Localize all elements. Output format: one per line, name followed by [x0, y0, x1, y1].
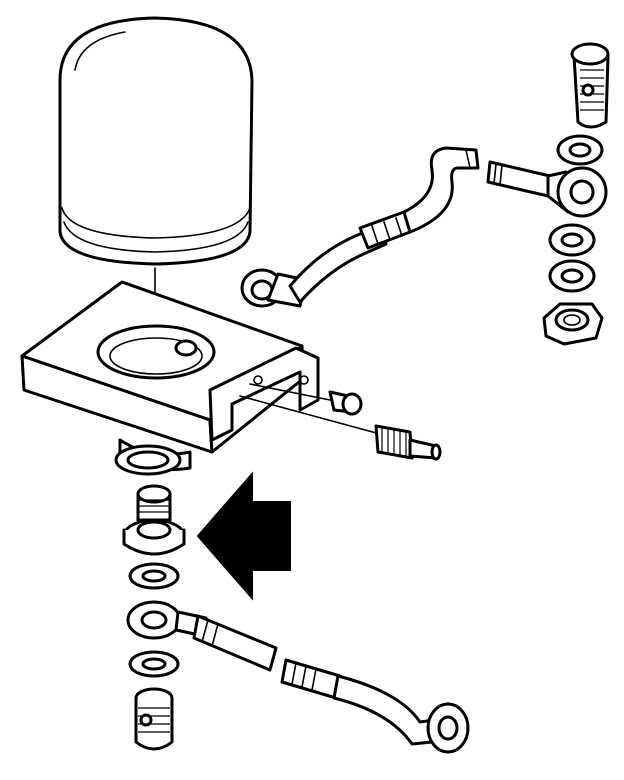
upper-seal-washer-3 — [548, 259, 596, 293]
lower-oil-line — [192, 614, 436, 746]
bracket-bolt — [328, 390, 363, 416]
oil-filter-canister — [58, 16, 254, 266]
oil-thermostat-valve — [122, 484, 186, 556]
oil-filter-housing — [20, 280, 320, 472]
sensor-leader-line — [239, 395, 381, 435]
lower-seal-washer-1 — [128, 562, 180, 590]
upper-banjo-fitting — [546, 166, 608, 218]
upper-seal-washer-2 — [548, 223, 596, 257]
bolt-leader-line — [249, 383, 341, 403]
pointer-arrow — [196, 471, 291, 601]
upper-union-nut — [542, 302, 604, 346]
upper-oil-line — [240, 146, 480, 308]
oil-pressure-sensor — [374, 424, 442, 461]
upper-banjo-bolt — [570, 42, 610, 129]
housing-seal-ring — [114, 444, 182, 476]
upper-seal-washer-1 — [556, 134, 604, 166]
upper-oil-line-end — [486, 160, 552, 198]
lower-line-end-fitting — [426, 702, 470, 754]
lower-banjo-bolt — [134, 687, 174, 751]
lower-seal-washer-2 — [128, 650, 180, 678]
